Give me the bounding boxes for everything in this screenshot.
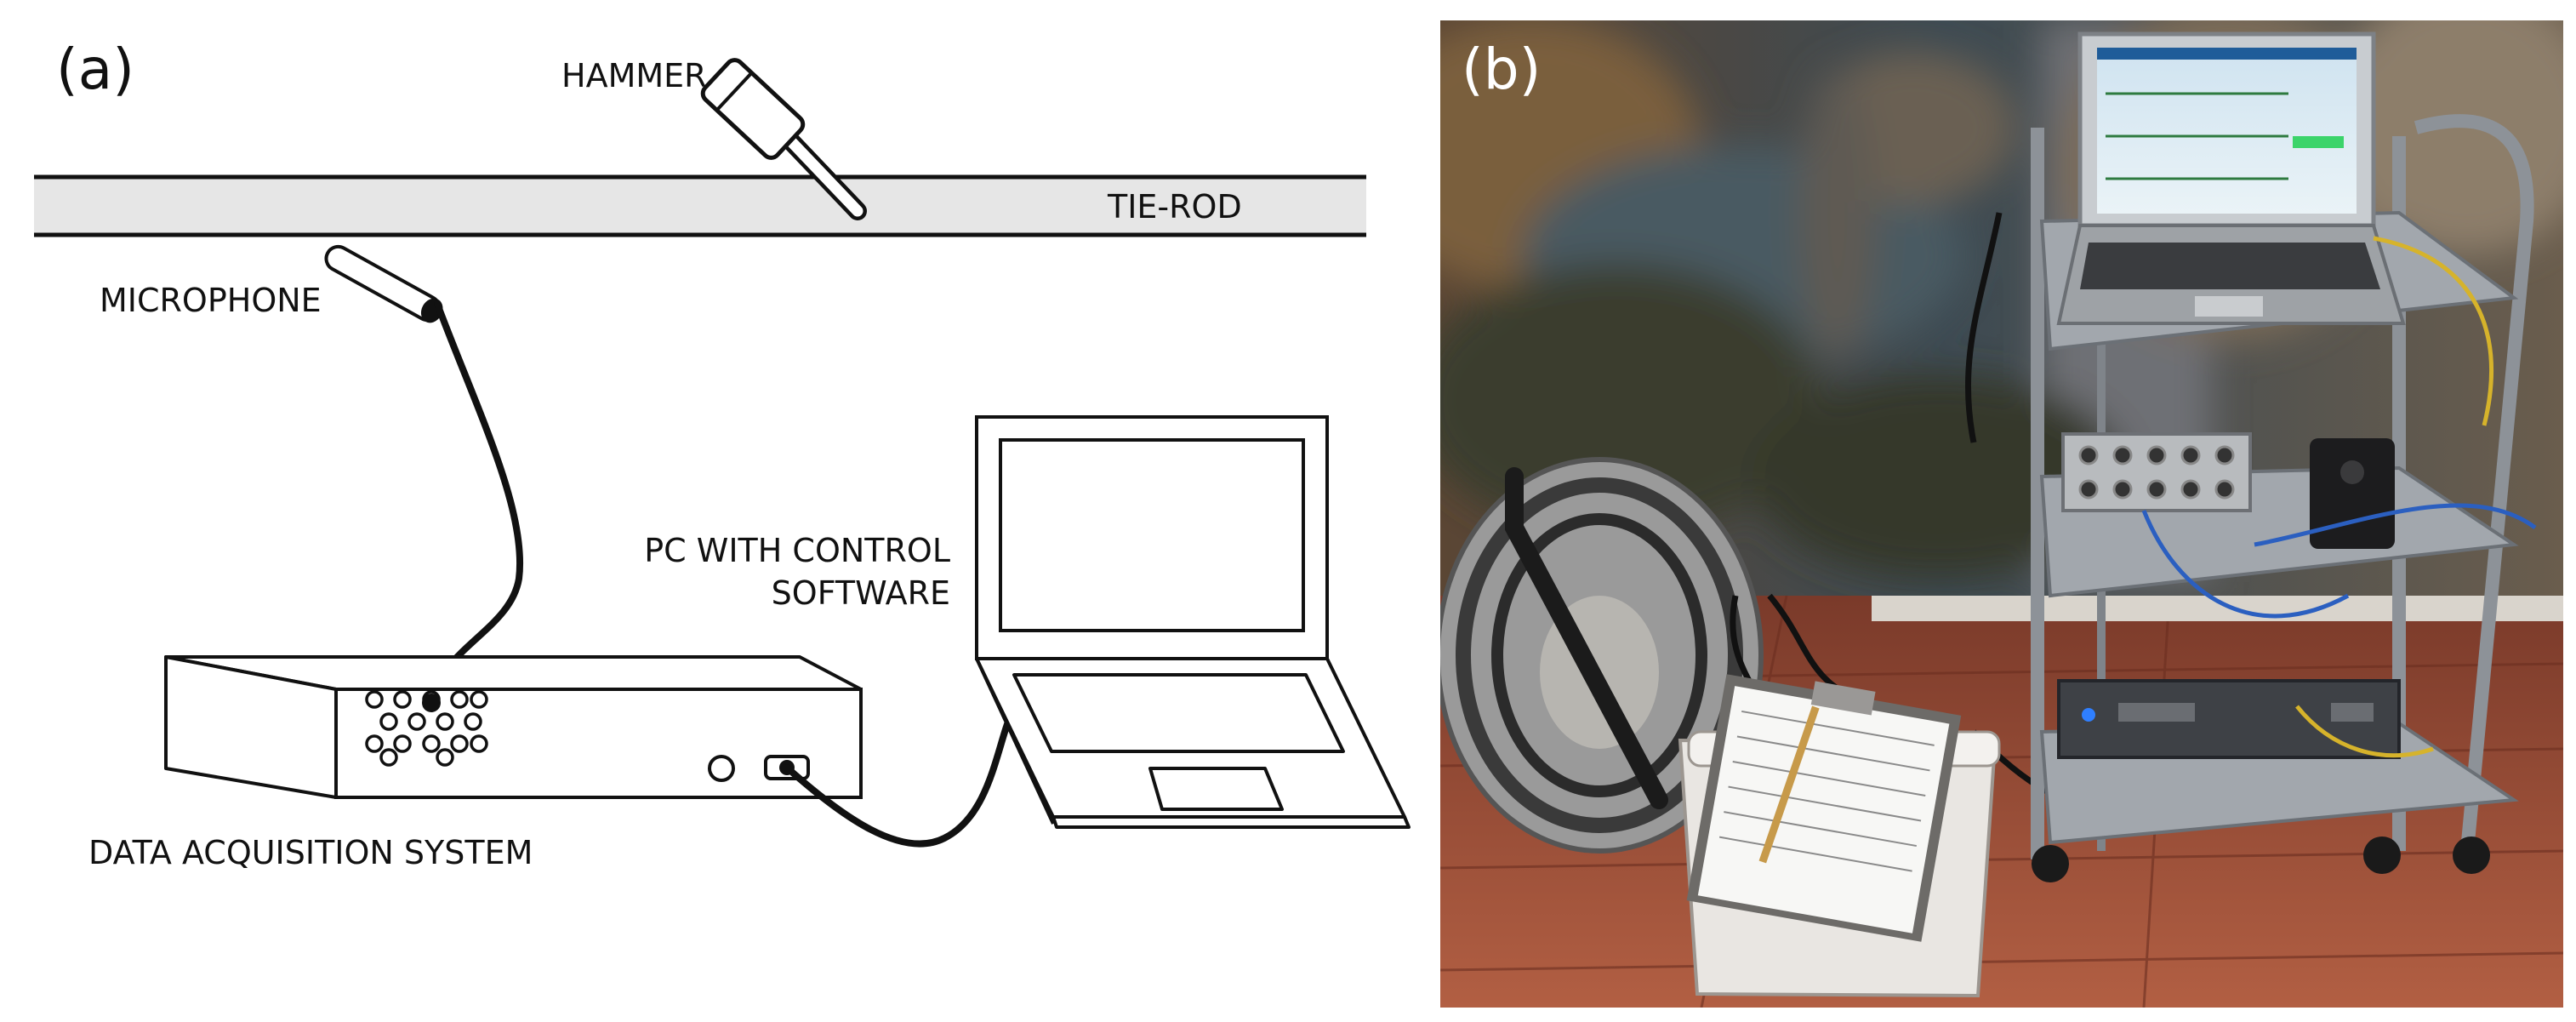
tie-rod — [34, 174, 1366, 237]
laptop-photo — [2056, 31, 2406, 325]
data-acquisition-box — [164, 655, 863, 799]
pc-cable — [784, 718, 1012, 848]
panel-b-photo: (b) — [1440, 20, 2563, 1008]
hammer-icon — [700, 58, 867, 220]
power-knob — [708, 755, 735, 782]
daq-label: DATA ACQUISITION SYSTEM — [88, 834, 533, 871]
panel-a: (a) TIE-ROD HAMMER MICROPHONE — [34, 37, 1411, 871]
panel-b-label: (b) — [1462, 37, 1541, 102]
microphone-label: MICROPHONE — [100, 282, 322, 319]
pc-label-line1: PC WITH CONTROL — [644, 532, 950, 569]
microphone-cable — [428, 300, 524, 706]
tie-rod-label: TIE-ROD — [1107, 188, 1242, 226]
clipboard-box — [1678, 674, 2001, 998]
panel-a-label: (a) — [56, 37, 134, 102]
lower-device-photo — [2057, 679, 2401, 759]
hammer-label: HAMMER — [561, 57, 707, 94]
daq-photo — [2061, 432, 2395, 549]
microphone-icon — [324, 244, 443, 323]
pc-label-line2: SOFTWARE — [772, 574, 950, 612]
laptop-icon — [975, 415, 1411, 829]
connector-holes — [365, 690, 488, 767]
